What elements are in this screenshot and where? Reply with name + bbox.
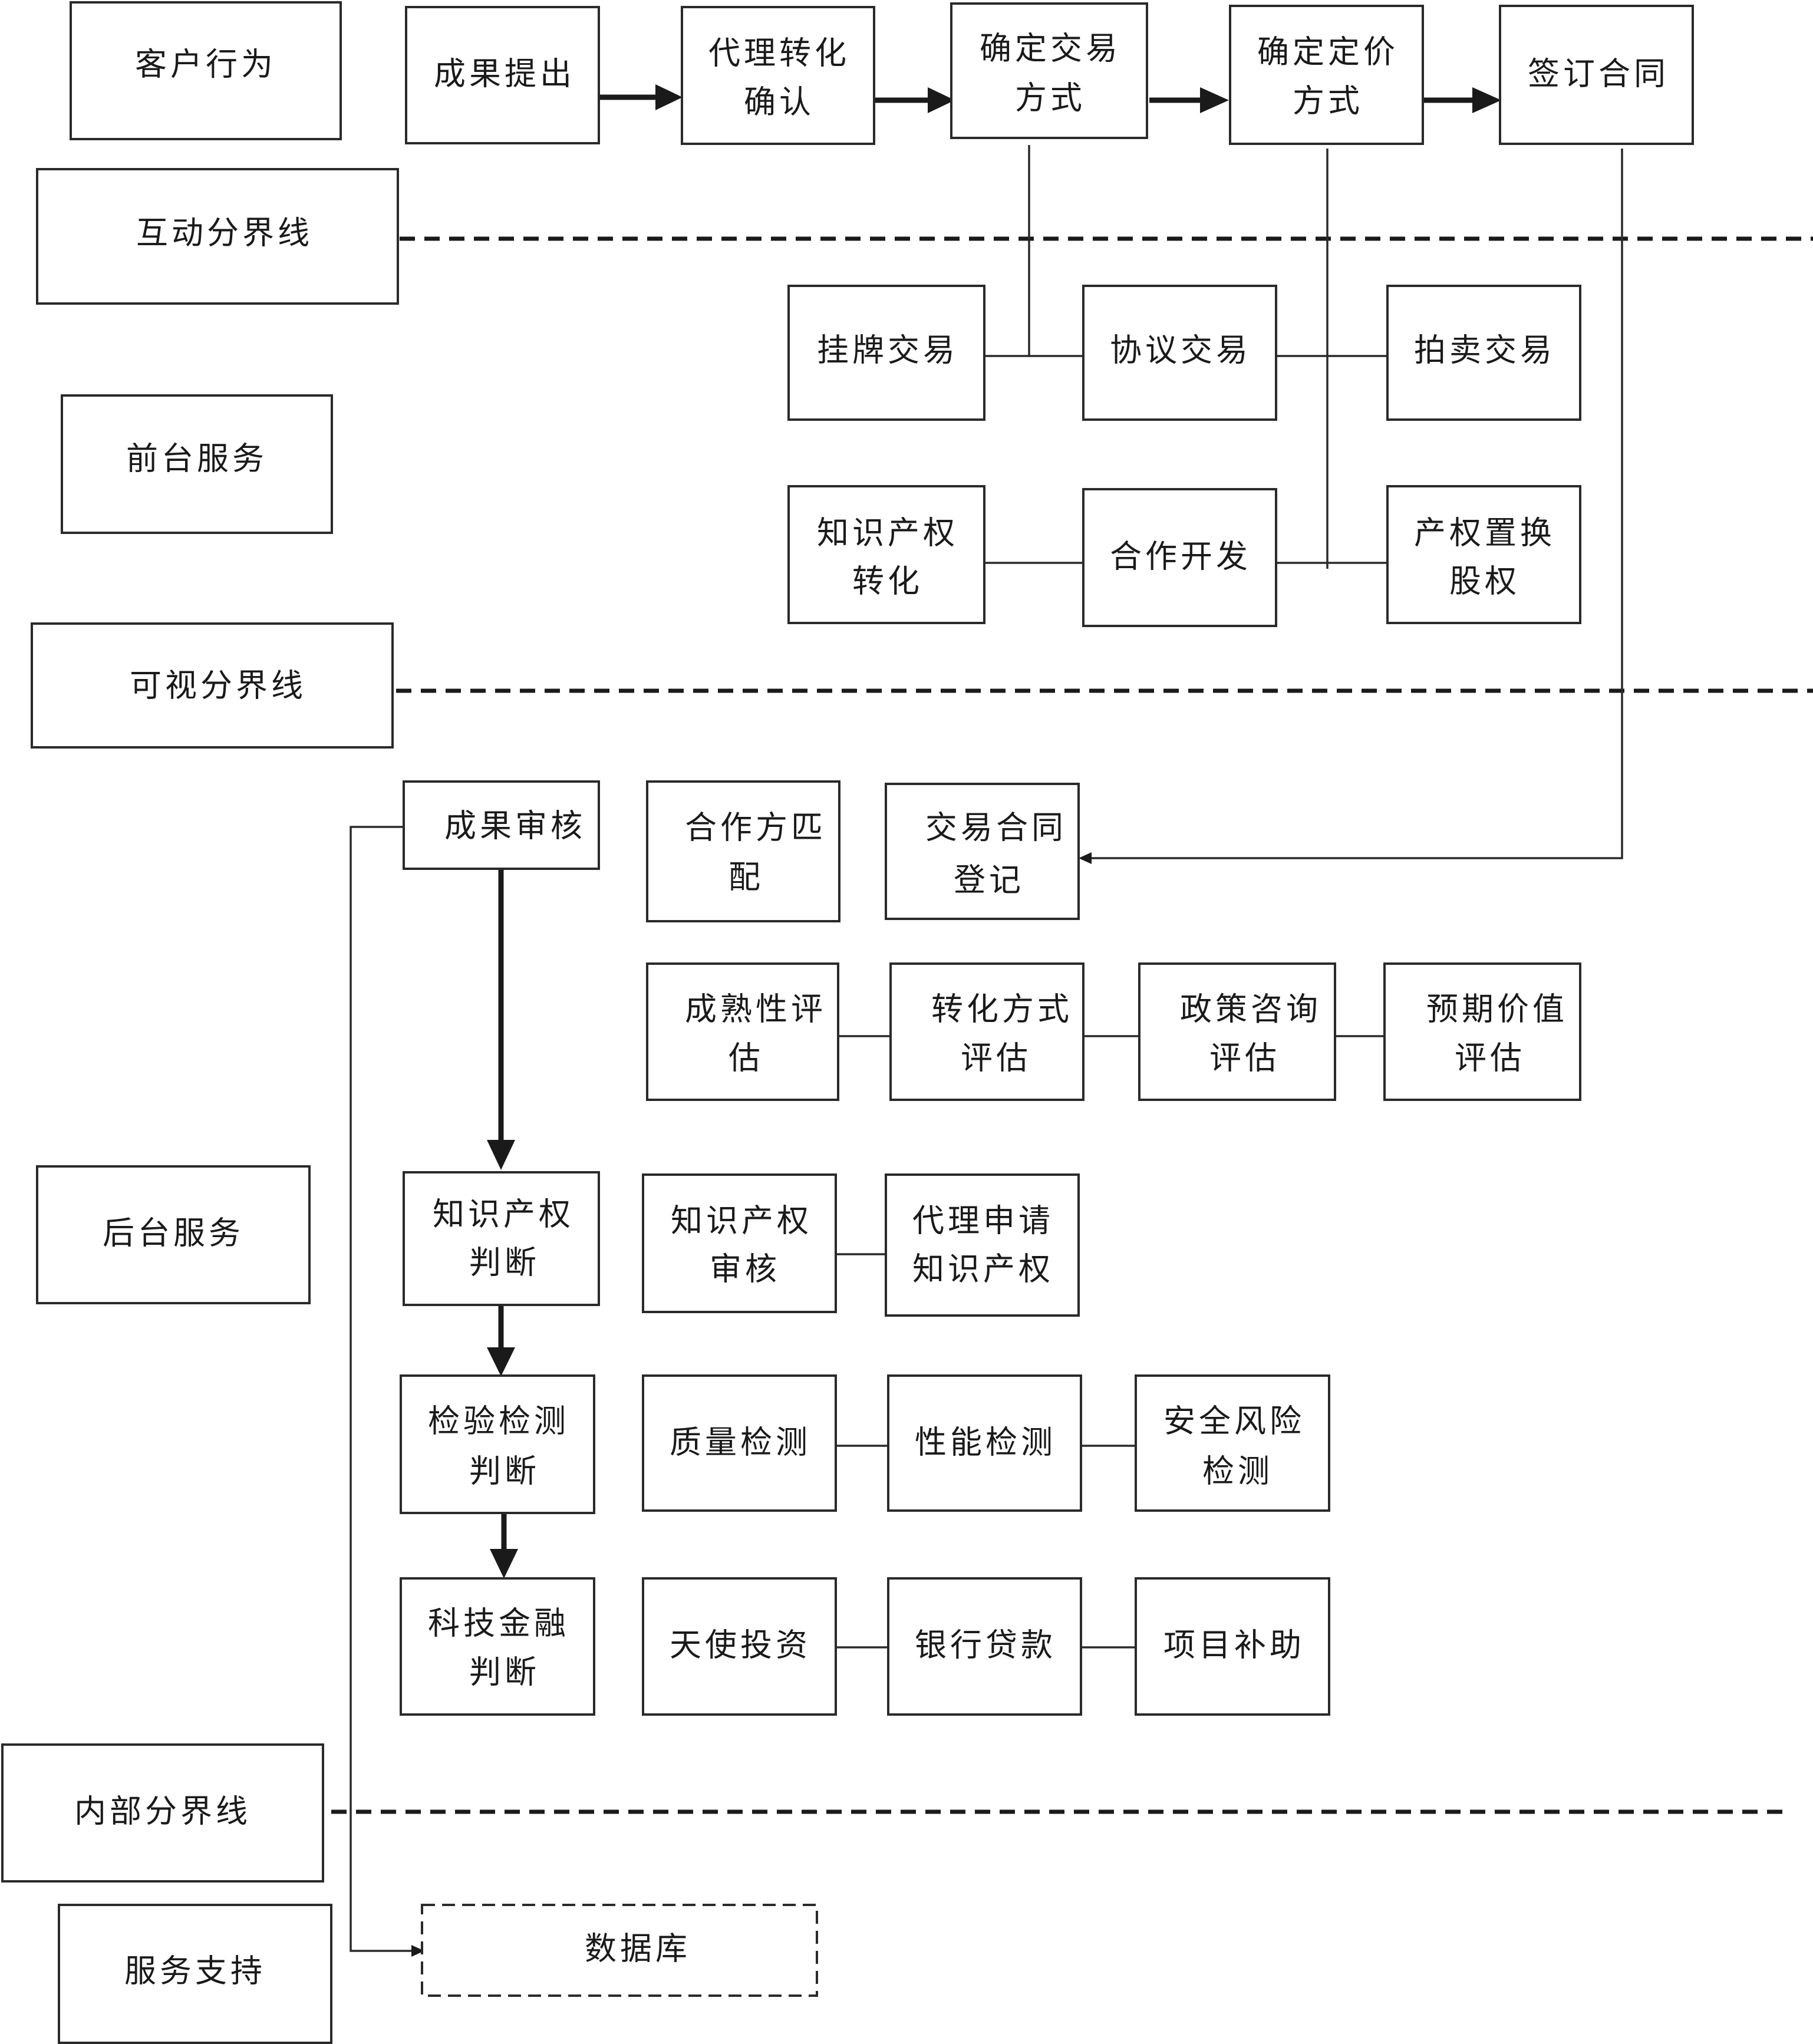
lane-interaction-boundary: 互动分界线 xyxy=(36,168,399,305)
lane-internal-boundary: 内部分界线 xyxy=(1,1743,324,1883)
arrowhead-to-database xyxy=(411,1945,424,1957)
lane-support-label: 服务支持 xyxy=(124,1953,266,1990)
node-agency-confirm-line2: 确认 xyxy=(744,84,815,121)
node-result-review: 成果审核 xyxy=(403,780,600,870)
node-safety-test-line2: 检测 xyxy=(1202,1453,1273,1490)
lane-back-service: 后台服务 xyxy=(36,1165,311,1304)
lane-customer-behavior: 客户行为 xyxy=(70,1,342,140)
node-pricing-mode-line2: 方式 xyxy=(1293,83,1363,120)
node-transform-eval-line1: 转化方式 xyxy=(931,991,1073,1028)
lane-visible-label: 可视分界线 xyxy=(130,667,306,704)
node-contract-register-line1: 交易合同 xyxy=(925,809,1067,846)
node-cooperative-dev-text: 合作开发 xyxy=(1110,538,1251,575)
node-transform-eval-line2: 评估 xyxy=(961,1040,1031,1077)
node-ip-judge: 知识产权 判断 xyxy=(403,1171,600,1306)
lane-interaction-label: 互动分界线 xyxy=(136,215,313,252)
lane-front-service: 前台服务 xyxy=(61,394,333,534)
node-quality-test: 质量检测 xyxy=(642,1374,837,1512)
node-contract-register-line2: 登记 xyxy=(954,862,1024,899)
node-angel-invest: 天使投资 xyxy=(642,1577,837,1716)
node-equity-swap: 产权置换 股权 xyxy=(1386,485,1581,624)
node-value-eval-line1: 预期价值 xyxy=(1426,991,1568,1028)
node-pricing-mode-line1: 确定定价 xyxy=(1257,34,1399,71)
node-quality-test-text: 质量检测 xyxy=(670,1424,811,1461)
node-ip-judge-line1: 知识产权 xyxy=(433,1196,574,1233)
node-submit-result-text: 成果提出 xyxy=(434,55,575,93)
node-maturity-eval-line1: 成熟性评 xyxy=(685,991,826,1028)
node-equity-swap-line1: 产权置换 xyxy=(1414,515,1555,552)
node-angel-invest-text: 天使投资 xyxy=(670,1627,811,1664)
node-policy-consult: 政策咨询 评估 xyxy=(1138,962,1336,1101)
node-cooperative-dev: 合作开发 xyxy=(1082,488,1277,627)
node-fintech-judge: 科技金融 判断 xyxy=(400,1577,595,1716)
node-ip-judge-line2: 判断 xyxy=(469,1244,540,1281)
node-database-text: 数据库 xyxy=(585,1930,691,1967)
node-value-eval-line2: 评估 xyxy=(1455,1040,1525,1077)
lane-internal-label: 内部分界线 xyxy=(74,1793,251,1830)
node-trade-mode-line1: 确定交易 xyxy=(980,30,1121,67)
node-trade-mode: 确定交易 方式 xyxy=(950,2,1148,139)
node-trade-mode-line2: 方式 xyxy=(1015,80,1086,117)
thick-flow-arrows xyxy=(487,84,1501,1578)
node-partner-match: 合作方匹 配 xyxy=(646,780,840,922)
lane-customer-label: 客户行为 xyxy=(135,46,276,83)
node-database: 数据库 xyxy=(421,1904,818,1997)
node-contract-register: 交易合同 登记 xyxy=(885,783,1080,920)
node-sign-contract-text: 签订合同 xyxy=(1528,55,1669,93)
lane-service-support: 服务支持 xyxy=(58,1904,332,2044)
node-ip-apply: 代理申请 知识产权 xyxy=(885,1173,1080,1317)
node-performance-test-text: 性能检测 xyxy=(915,1424,1056,1461)
node-ip-transform: 知识产权 转化 xyxy=(787,485,985,624)
node-ip-apply-line2: 知识产权 xyxy=(912,1251,1054,1288)
node-agreement-trade-text: 协议交易 xyxy=(1110,332,1251,369)
lane-front-label: 前台服务 xyxy=(126,440,268,477)
node-project-subsidy-text: 项目补助 xyxy=(1163,1627,1305,1664)
node-listing-trade: 挂牌交易 xyxy=(787,285,985,421)
node-transform-eval: 转化方式 评估 xyxy=(889,962,1084,1101)
node-ip-review-line1: 知识产权 xyxy=(671,1202,812,1239)
node-sign-contract: 签订合同 xyxy=(1499,5,1694,145)
thin-connectors xyxy=(350,145,1623,1952)
node-partner-match-line2: 配 xyxy=(729,859,764,896)
node-safety-test-line1: 安全风险 xyxy=(1163,1403,1305,1440)
node-bank-loan-text: 银行贷款 xyxy=(915,1627,1056,1664)
node-maturity-eval: 成熟性评 估 xyxy=(646,962,839,1101)
node-safety-test: 安全风险 检测 xyxy=(1135,1374,1330,1512)
node-ip-review-line2: 审核 xyxy=(710,1251,780,1288)
node-auction-trade-text: 拍卖交易 xyxy=(1414,332,1555,369)
node-value-eval: 预期价值 评估 xyxy=(1383,962,1581,1101)
lane-visible-boundary: 可视分界线 xyxy=(31,622,394,749)
node-agency-confirm: 代理转化 确认 xyxy=(681,6,875,145)
node-policy-consult-line2: 评估 xyxy=(1209,1040,1280,1077)
node-ip-apply-line1: 代理申请 xyxy=(912,1202,1054,1239)
node-project-subsidy: 项目补助 xyxy=(1135,1577,1330,1716)
node-bank-loan: 银行贷款 xyxy=(887,1577,1082,1716)
node-pricing-mode: 确定定价 方式 xyxy=(1229,5,1424,145)
node-policy-consult-line1: 政策咨询 xyxy=(1180,991,1321,1028)
node-performance-test: 性能检测 xyxy=(887,1374,1082,1512)
node-ip-transform-line2: 转化 xyxy=(852,563,923,600)
node-listing-trade-text: 挂牌交易 xyxy=(817,332,958,369)
arrowhead-to-contract-register xyxy=(1079,852,1092,864)
node-equity-swap-line2: 股权 xyxy=(1449,563,1520,600)
node-submit-result: 成果提出 xyxy=(405,6,600,144)
node-agreement-trade: 协议交易 xyxy=(1082,285,1277,421)
node-partner-match-line1: 合作方匹 xyxy=(685,809,826,846)
node-auction-trade: 拍卖交易 xyxy=(1386,285,1581,421)
node-result-review-text: 成果审核 xyxy=(444,807,586,845)
node-fintech-judge-line2: 判断 xyxy=(469,1654,540,1691)
node-inspect-judge-line2: 判断 xyxy=(469,1453,540,1490)
node-maturity-eval-line2: 估 xyxy=(729,1040,764,1077)
node-inspect-judge: 检验检测 判断 xyxy=(400,1374,595,1514)
node-agency-confirm-line1: 代理转化 xyxy=(708,35,850,72)
lane-back-label: 后台服务 xyxy=(103,1215,244,1252)
node-ip-review: 知识产权 审核 xyxy=(642,1173,837,1313)
node-fintech-judge-line1: 科技金融 xyxy=(428,1605,569,1642)
node-ip-transform-line1: 知识产权 xyxy=(817,515,958,552)
node-inspect-judge-line1: 检验检测 xyxy=(428,1403,569,1440)
